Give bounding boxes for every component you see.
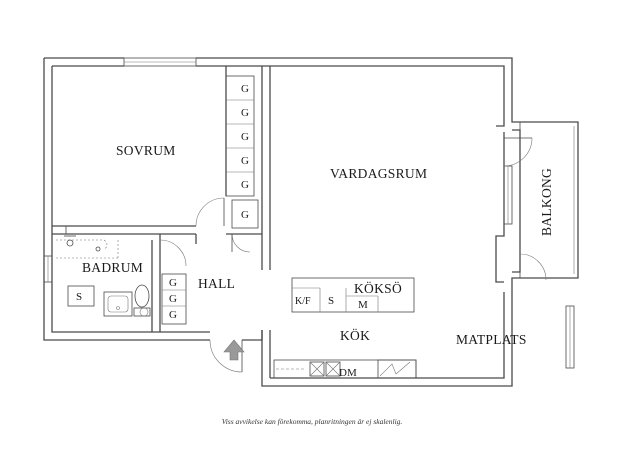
wardrobe-g1: G [241, 83, 249, 95]
door-entrance [209, 330, 263, 373]
balcony [519, 121, 579, 279]
fridge-freezer-label: K/F [295, 296, 311, 307]
hall-wardrobes: G G G [161, 273, 187, 325]
room-label-sovrum: SOVRUM [116, 143, 176, 158]
door-closet [231, 233, 251, 253]
hall-wardrobe-g3: G [169, 309, 177, 321]
sink-icon [116, 306, 120, 310]
entrance-arrow-icon [223, 339, 245, 361]
room-label-vardagsrum: VARDAGSRUM [330, 166, 427, 181]
shower-head-icon [66, 239, 74, 247]
microwave-m: M [358, 299, 368, 311]
kitchen-counter: DM [273, 359, 417, 379]
door-badrum [159, 239, 187, 267]
interior-walls [52, 66, 271, 332]
wardrobe-g4: G [241, 155, 249, 167]
kitchen-island: K/F S M KÖKSÖ [291, 277, 415, 313]
door-balkong [503, 137, 547, 281]
bathroom-fixtures: S [56, 235, 151, 317]
kitchen-cabinet-s: S [328, 295, 334, 307]
disclaimer-text: Viss avvikelse kan förekomma, planritnin… [222, 417, 403, 426]
wardrobe-g2: G [241, 107, 249, 119]
door-sovrum [195, 197, 225, 227]
window-top [123, 57, 197, 67]
wardrobe-g6: G [241, 209, 249, 221]
room-label-badrum: BADRUM [82, 260, 143, 275]
wardrobe-column: G G G G G G [225, 75, 259, 229]
room-label-kok: KÖK [340, 328, 370, 343]
balcony-door-window [503, 165, 513, 225]
wardrobe-g3: G [241, 131, 249, 143]
drain-icon [95, 246, 101, 252]
room-label-koksö: KÖKSÖ [354, 281, 402, 296]
bathroom-cabinet-s: S [76, 291, 82, 303]
stove-icon [379, 361, 411, 377]
window-left [43, 255, 53, 283]
toilet-icon [134, 284, 150, 308]
hall-wardrobe-g1: G [169, 277, 177, 289]
room-label-balkong: BALKONG [539, 168, 554, 236]
room-label-matplats: MATPLATS [456, 332, 527, 347]
window-right [565, 305, 575, 369]
wardrobe-g5: G [241, 179, 249, 191]
dishwasher-dm: DM [339, 367, 357, 379]
room-label-hall: HALL [198, 276, 235, 291]
hall-wardrobe-g2: G [169, 293, 177, 305]
